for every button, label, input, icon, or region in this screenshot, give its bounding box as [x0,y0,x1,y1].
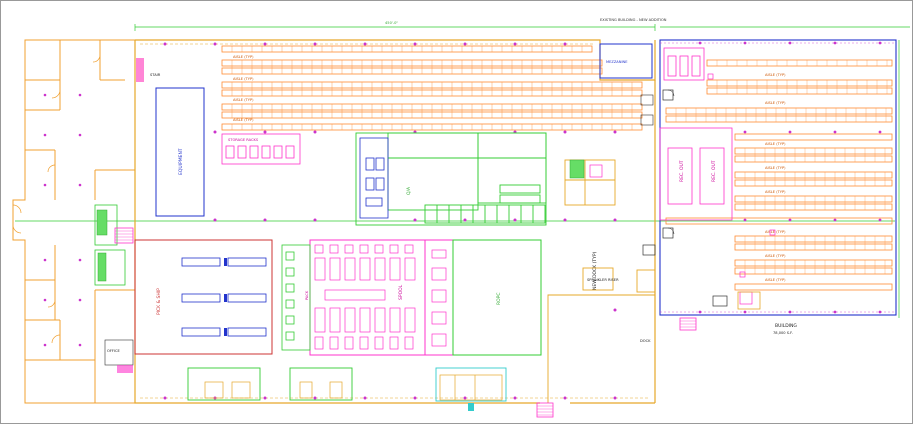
west-office-wing [12,39,135,404]
ropc-area [452,239,542,356]
door-marker [468,403,474,411]
column-marker-icon [698,41,882,314]
rec-out-label: REC. OUT [711,160,717,182]
restroom-fixtures-lower [97,252,107,282]
dock-door [642,244,656,256]
rack-bays-east [675,60,888,274]
door-swing-icon [12,54,101,344]
qa-stations [359,137,389,219]
aisle-label: AISLE (TYP) [233,55,254,59]
aisle-label: AISLE (TYP) [765,190,786,194]
pack-label: PACK [305,290,309,300]
pack-stations [314,244,447,350]
door-marker [136,58,144,82]
column-marker-icon [43,93,82,347]
pick-ship-label: PICK & SHIP [156,288,162,315]
restroom-fixtures [96,209,108,236]
ropc-label: ROPC [496,292,502,305]
aisle-label: AISLE (TYP) [765,166,786,170]
mezzanine-label: MEZZANINE [606,60,628,64]
stair-icon [589,164,603,178]
aisle-label: AISLE (TYP) [765,254,786,258]
sprinkler-label: SPRINKLER RISER [587,278,619,282]
stair-treads [537,405,553,416]
dock-office [737,291,761,310]
rec-out-label: REC. OUT [679,160,685,182]
top-note-text: EXISTING BUILDING - NEW ADDITION [600,18,667,22]
equipment-label: EQUIPMENT [178,148,184,175]
aisle-label: AISLE (TYP) [765,230,786,234]
mezzanine-box [599,43,653,79]
qa-area [355,132,547,226]
top-dimension-text: 450'-0" [385,21,398,25]
aisle-label: AISLE (TYP) [233,98,254,102]
entry-marker [117,365,133,373]
new-addition-column-grid [660,42,896,313]
pick-ship-area [134,239,273,355]
door-swing-icon [667,89,675,235]
spool-label: SPOOL [398,284,404,300]
pick-ship-racks [181,257,267,337]
sprinkler-room [547,267,656,403]
main-warehouse-walls [134,39,656,404]
restroom-core-lower [94,249,126,286]
new-dock-label: NEW DOCK (TYP) [592,251,598,290]
restroom-fixtures [569,159,585,179]
equipment-area [155,87,205,217]
aisle-label: AISLE (TYP) [233,77,254,81]
dock-door [712,295,728,307]
storage-racking-east [665,59,893,291]
aisle-label: AISLE (TYP) [765,101,786,105]
addition-markers [707,73,776,305]
dock-door [640,94,654,106]
dock-door [640,114,654,126]
bottom-offices-inner [204,374,503,401]
addition-cages [659,47,733,221]
aisle-label: AISLE (TYP) [765,142,786,146]
aisle-label: AISLE (TYP) [233,118,254,122]
pack-benches [281,244,311,351]
rack-bays-north [231,46,633,130]
pick-ship-markers [224,258,227,336]
dimension-lines [15,24,910,318]
office-label: OFFICE [107,349,121,353]
building-label: BUILDING [775,323,797,329]
aisle-label: AISLE (TYP) [765,73,786,77]
storage-label: STORAGE RACKS [228,138,259,142]
bottom-offices [187,367,353,401]
stair-icon [114,227,134,244]
stair-treads [680,320,696,328]
office-cluster [564,159,616,206]
stair-icon [536,402,554,418]
dock-label: DOCK [640,339,651,343]
pack-station-area [309,239,454,356]
restroom-core [94,204,118,246]
bottom-cyan-rooms [435,367,507,402]
stair-label: STAIR [150,73,161,77]
aisle-label: AISLE (TYP) [765,278,786,282]
qa-label: Q/A [406,186,412,195]
storage-cages [221,133,301,165]
stair-treads [115,230,133,241]
building-area-label: 78,000 S.F. [773,331,793,335]
